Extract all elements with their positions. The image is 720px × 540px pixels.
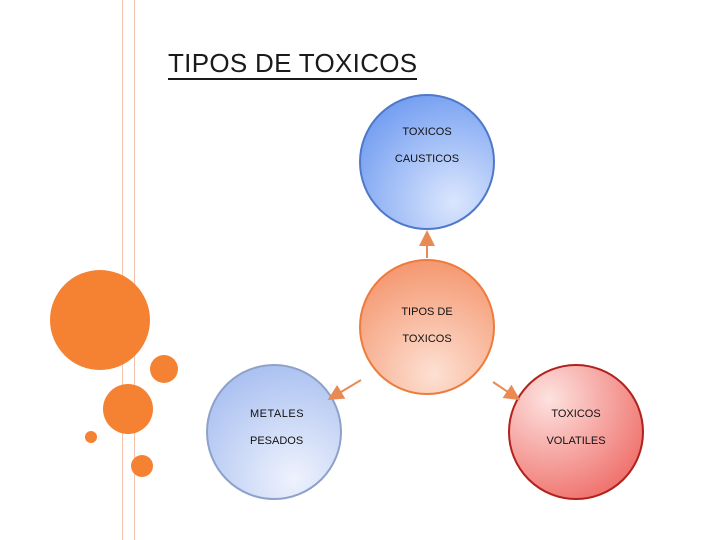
node-center-line1: TIPOS DE [401, 306, 453, 318]
decor-line-1 [122, 0, 123, 540]
decor-circle-medium [103, 384, 153, 434]
node-top-circle [359, 94, 495, 230]
node-right-line2: VOLATILES [546, 435, 606, 447]
node-right-circle [508, 364, 644, 500]
node-left-circle [206, 364, 342, 500]
decor-line-2 [134, 0, 135, 540]
slide-title: TIPOS DE TOXICOS [168, 48, 418, 80]
node-right-line1: TOXICOS [551, 408, 601, 420]
arrow-to-left [327, 379, 362, 401]
decor-circle-tiny [85, 431, 97, 443]
node-top-line2: CAUSTICOS [394, 153, 460, 165]
arrow-to-right [492, 381, 521, 401]
decor-circle-large [50, 270, 150, 370]
decor-circle-small-2 [131, 455, 153, 477]
node-center-circle [359, 259, 495, 395]
node-center-line2: TOXICOS [402, 333, 452, 345]
node-top-line1: TOXICOS [402, 126, 452, 138]
decor-circle-small-1 [150, 355, 178, 383]
node-left-line1: METALES [250, 408, 305, 420]
node-left-line2: PESADOS [250, 435, 304, 447]
